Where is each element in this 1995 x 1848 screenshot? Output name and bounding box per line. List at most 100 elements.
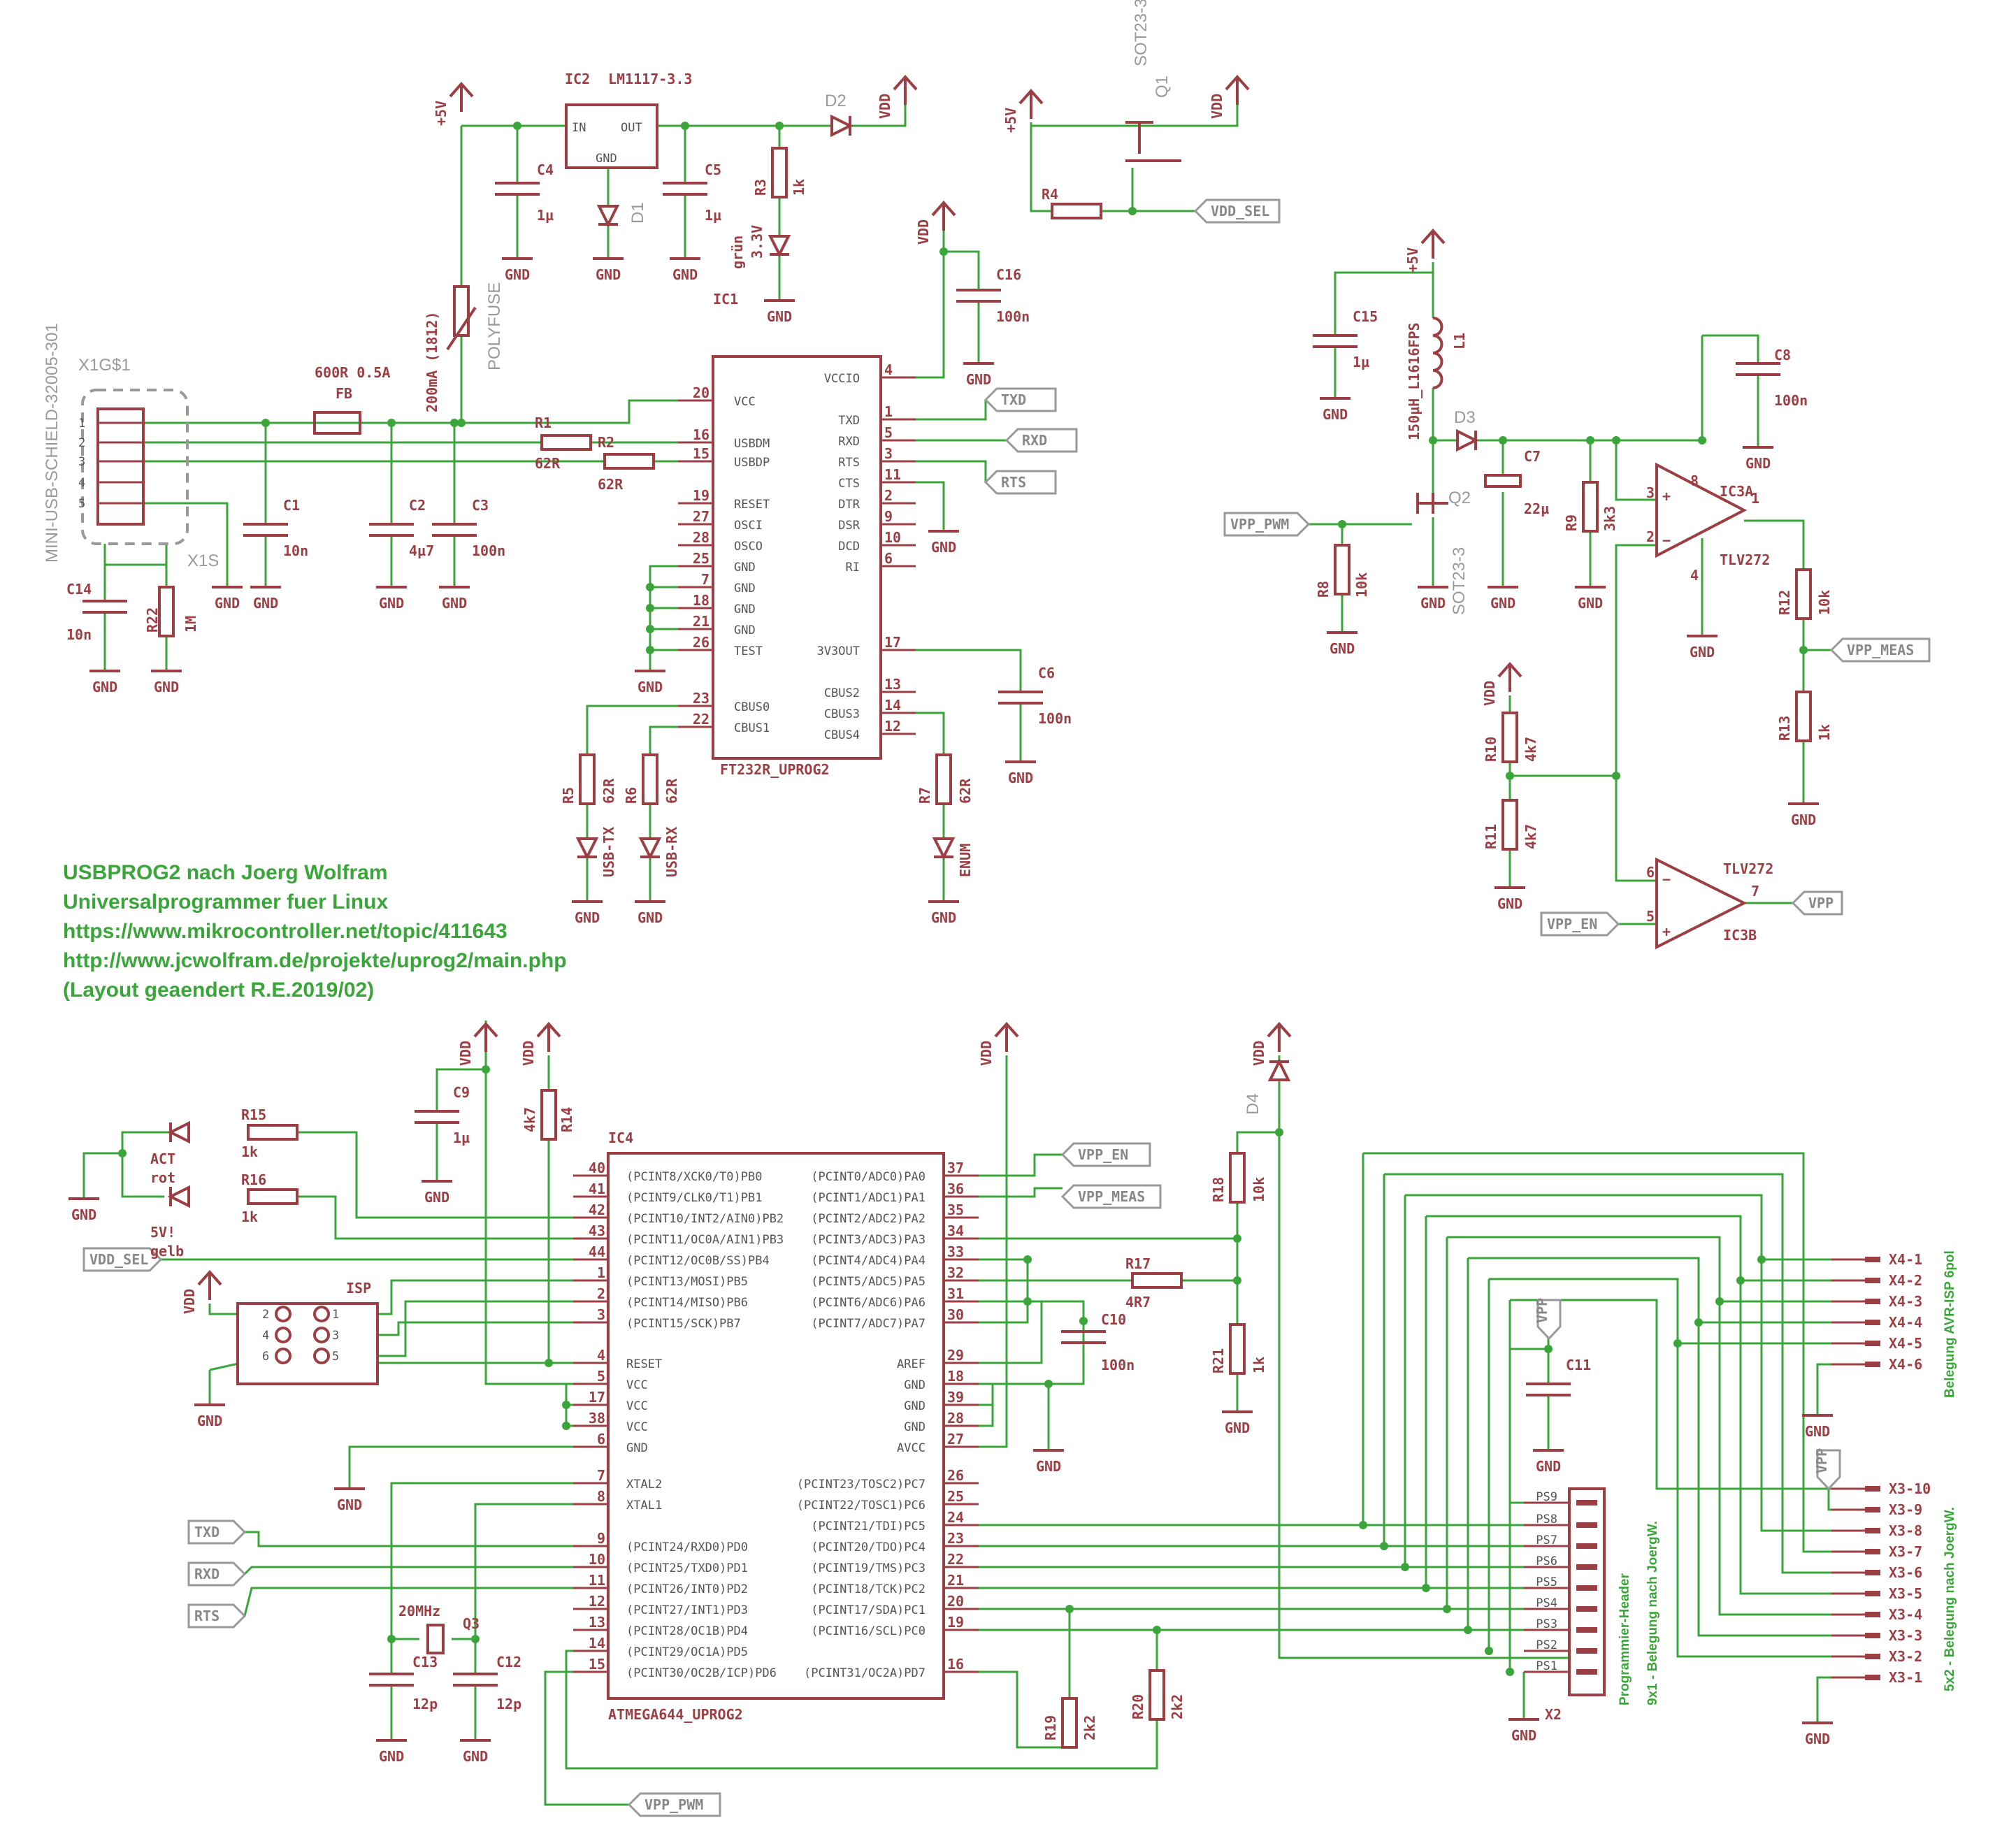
- polyfuse-rating: 200mA (1812): [424, 312, 440, 413]
- r14-ref: R14: [559, 1107, 575, 1132]
- junction-dot: [562, 1401, 570, 1409]
- supply-label: +5V: [1002, 108, 1019, 133]
- r1-ref: R1: [535, 414, 552, 431]
- ic4-ref: IC4: [608, 1129, 633, 1146]
- usb-pin-number: 2: [78, 436, 85, 450]
- ic4-left-pin-number: 5: [597, 1368, 605, 1385]
- ic1-right-pin-name: RXD: [838, 435, 860, 449]
- usb-pin-number: 1: [78, 417, 85, 431]
- supply-arrow: [197, 1269, 222, 1300]
- ic1-body: [712, 355, 882, 760]
- ic4-left-pin-name: VCC: [626, 1399, 648, 1413]
- ic3b-pin5: 5: [1646, 908, 1655, 925]
- gnd-label: GND: [379, 595, 404, 612]
- x2-pin-label: PS1: [1536, 1659, 1557, 1673]
- wire: [143, 502, 229, 587]
- ic4-left-pin-name: (PCINT14/MISO)PB6: [626, 1296, 748, 1310]
- r1: [540, 434, 592, 451]
- gnd-label: GND: [767, 308, 792, 325]
- x2-pin-pad: [1576, 1669, 1597, 1675]
- ic1-right-pin-name: TXD: [838, 414, 860, 428]
- net-port-label: TXD: [194, 1524, 219, 1540]
- wire: [121, 1131, 171, 1153]
- ic4-right-pin-number: 20: [947, 1593, 964, 1610]
- ic3a-pin8: 8: [1690, 472, 1699, 489]
- usb-shield-ref: X1S: [187, 551, 219, 570]
- ic1-right-pin-name: VCCIO: [824, 372, 860, 386]
- vpp-meas-port-top: [1829, 637, 1931, 663]
- c16-ref: C16: [996, 266, 1021, 283]
- supply-label: VDD: [181, 1289, 198, 1314]
- isp-pin-number: 4: [262, 1329, 269, 1343]
- wire: [245, 1531, 573, 1547]
- wire: [297, 1195, 573, 1240]
- txd-port: [984, 387, 1057, 412]
- r7-ref: R7: [916, 787, 933, 804]
- gnd-label: GND: [1805, 1423, 1830, 1440]
- ic1-right-pin-name: DSR: [838, 519, 860, 533]
- x2-pin-pad: [1576, 1522, 1597, 1528]
- ic4-right-pin-number: 27: [947, 1431, 964, 1448]
- r12-ref: R12: [1776, 590, 1793, 615]
- diode-body: [932, 837, 956, 860]
- c8-value: 100n: [1774, 392, 1808, 409]
- rts-port-avr: [187, 1603, 247, 1629]
- ic1-right-pin-number: 5: [884, 424, 893, 441]
- resistor: [1334, 544, 1351, 595]
- ic4-right-pin-number: 26: [947, 1467, 964, 1484]
- ic4-left-pin-name: (PCINT29/OC1A)PD5: [626, 1645, 748, 1659]
- wire: [1510, 1299, 1831, 1490]
- ic2-ref: IC2: [565, 71, 590, 87]
- x2-header-body: [1568, 1487, 1606, 1696]
- ic1-right-pin-number: 4: [884, 361, 893, 378]
- led-led_tx: [575, 837, 599, 860]
- resistor: [1795, 691, 1812, 742]
- ic1-right-pin-name: DCD: [838, 540, 860, 554]
- ic4-right-pin-name: (PCINT7/ADC7)PA7: [811, 1317, 926, 1331]
- ic4-right-pin-number: 19: [947, 1614, 964, 1631]
- r3-value: 1k: [791, 179, 807, 196]
- wire: [1744, 519, 1805, 570]
- usb-pin-number: 5: [78, 497, 85, 511]
- vpp-meas-port-avr: [1060, 1184, 1162, 1209]
- diode-body: [638, 837, 662, 860]
- wire: [1030, 105, 1239, 127]
- wire: [979, 1300, 1043, 1364]
- ic4-left-pin-name: (PCINT9/CLK0/T1)PB1: [626, 1191, 762, 1205]
- resistor: [1501, 799, 1518, 851]
- usb-pin-number: 4: [78, 476, 85, 490]
- c12-value: 12p: [496, 1696, 521, 1712]
- wire: [1816, 1676, 1831, 1723]
- supply-arrow: [1267, 1021, 1292, 1052]
- gnd-label: GND: [1330, 640, 1355, 657]
- ic1-right-pin-number: 12: [884, 718, 901, 735]
- gnd-label: GND: [463, 1748, 488, 1765]
- q2-ref: Q2: [1448, 489, 1471, 507]
- c5-value: 1µ: [705, 207, 721, 224]
- capacitor: [369, 523, 414, 537]
- ic1-part: FT232R_UPROG2: [720, 761, 830, 778]
- x4-pin-label: X4-1: [1889, 1251, 1922, 1268]
- x2-pin-label: PS8: [1536, 1513, 1557, 1526]
- c4-value: 1µ: [537, 207, 554, 224]
- c13-ref: C13: [412, 1654, 438, 1670]
- ic4-right-pin-name: (PCINT4/ADC4)PA4: [811, 1254, 926, 1268]
- x3-caption: 5x2 - Belegung nach JoergW.: [1943, 1507, 1957, 1691]
- note-url1: https://www.mikrocontroller.net/topic/41…: [63, 920, 507, 943]
- ic4-right-pin-name: (PCINT23/TOSC2)PC7: [797, 1478, 926, 1492]
- diode-body: [575, 837, 599, 860]
- supply-label: VDD: [978, 1041, 995, 1066]
- isp-label: ISP: [346, 1280, 371, 1297]
- supply-arrow: [1497, 661, 1522, 692]
- crystal-ref: Q3: [463, 1615, 480, 1632]
- supply-label: VDD: [1481, 681, 1498, 706]
- ic1-left-pin-name: CBUS0: [734, 700, 770, 714]
- ic4-left-pin-name: (PCINT28/OC1B)PD4: [626, 1624, 748, 1638]
- c10-value: 100n: [1101, 1357, 1135, 1373]
- led-5v-label: 5V!: [150, 1224, 175, 1241]
- gnd-label: GND: [1690, 644, 1715, 660]
- gnd-label: GND: [253, 595, 278, 612]
- q2-package: SOT23-3: [1450, 547, 1469, 615]
- x2-caption1: Programmier-Header: [1618, 1573, 1632, 1705]
- ic1-left-pin-number: 28: [693, 529, 710, 546]
